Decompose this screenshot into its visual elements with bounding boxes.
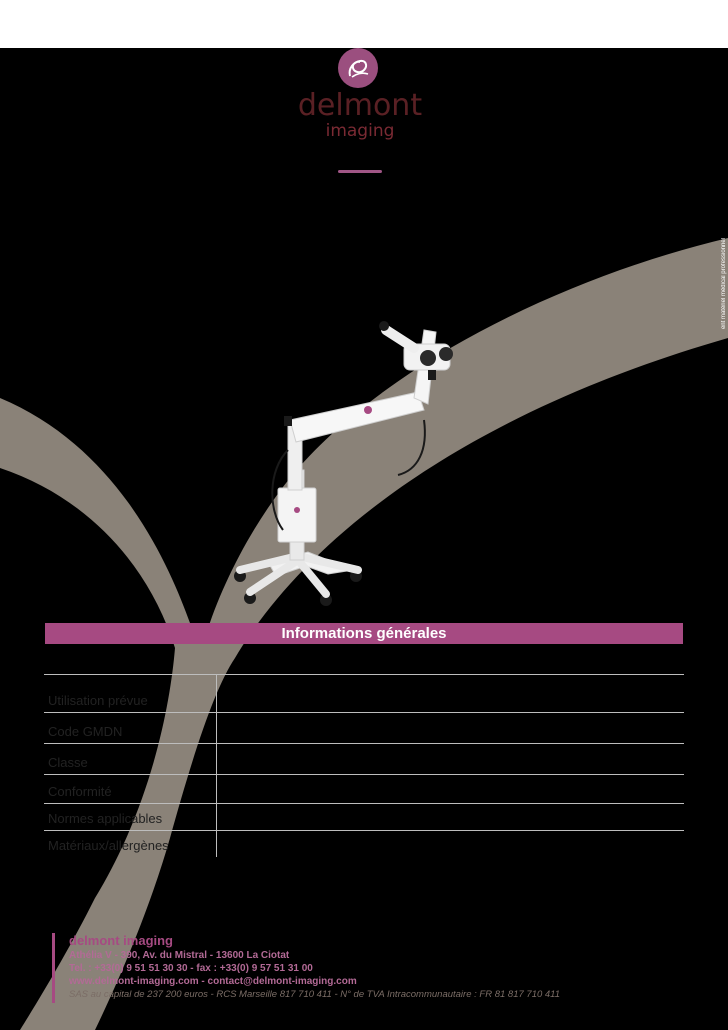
row-label: Conformité <box>48 784 112 799</box>
logo-monogram-icon <box>338 48 378 88</box>
row-label: Code GMDN <box>48 724 123 739</box>
general-info-table: Utilisation prévue Code GMDN Classe Conf… <box>44 674 684 857</box>
footer-address: Athélia V - 390, Av. du Mistral - 13600 … <box>69 950 290 961</box>
table-row: Normes applicables <box>44 803 684 830</box>
delmont-logo: delmont imaging <box>290 48 430 178</box>
table-row: Utilisation prévue <box>44 674 684 712</box>
footer-phone: Tel. : +33(0) 9 51 51 30 30 - fax : +33(… <box>69 963 313 974</box>
footer-company: delmont imaging <box>69 933 173 948</box>
logo-subtitle: imaging <box>325 121 395 141</box>
row-label: Normes applicables <box>48 811 163 826</box>
table-row: Conformité <box>44 774 684 803</box>
side-note: ent matériel médical professionnel <box>721 238 727 330</box>
footer-web-link[interactable]: www.delmont-imaging.com - contact@delmon… <box>69 976 357 987</box>
colposcope-device-image <box>234 321 453 606</box>
document-page: delmont imaging ent matériel médical pro… <box>0 48 728 1030</box>
logo-wordmark: delmont <box>297 88 423 123</box>
section-header-general-info: Informations générales <box>45 623 683 644</box>
row-label: Classe <box>48 755 88 770</box>
table-row: Matériaux/allergènes <box>44 830 684 857</box>
footer-legal: SAS au capital de 237 200 euros - RCS Ma… <box>69 989 561 1000</box>
background-swoosh <box>0 238 728 1030</box>
footer-contact: delmont imaging Athélia V - 390, Av. du … <box>52 933 669 1003</box>
logo-underline <box>338 170 382 173</box>
table-row: Code GMDN <box>44 712 684 743</box>
row-label: Utilisation prévue <box>48 693 148 708</box>
table-row: Classe <box>44 743 684 774</box>
row-label: Matériaux/allergènes <box>48 838 169 853</box>
